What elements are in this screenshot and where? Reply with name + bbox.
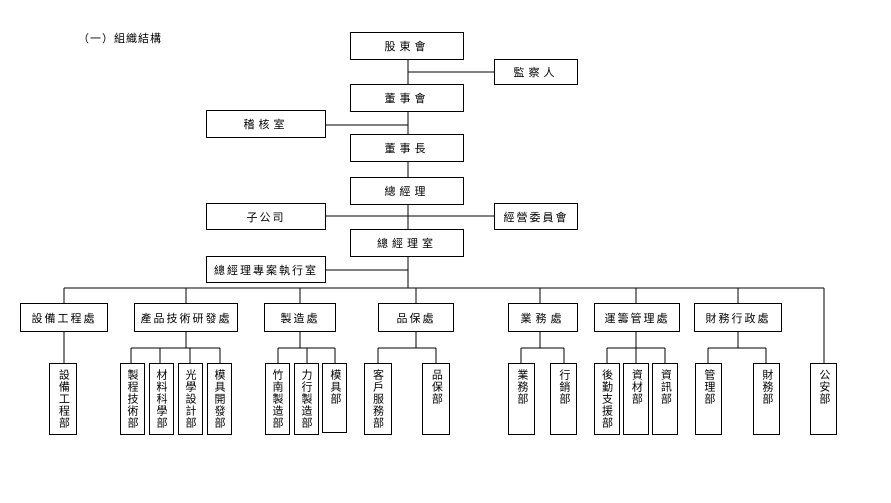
node-chairman: 董事長 [350, 134, 464, 162]
section-title: （一）組織結構 [78, 32, 162, 45]
division-quality-assurance: 品保處 [378, 303, 454, 332]
division-finance-admin: 財務行政處 [694, 303, 782, 332]
division-equipment-engineering: 設備工程處 [20, 303, 108, 332]
dept-process-technology: 製程技術部 [120, 363, 145, 435]
node-audit: 稽核室 [206, 110, 326, 138]
division-manufacturing: 製造處 [264, 303, 336, 332]
dept-mold-development: 模具開發部 [207, 363, 232, 435]
dept-materials-science: 材料科學部 [149, 363, 174, 435]
division-sales: 業務處 [508, 303, 578, 332]
dept-lixing-manufacturing: 力行製造部 [294, 363, 319, 435]
dept-logistics-support: 後勤支援部 [594, 363, 620, 435]
dept-management: 管理部 [695, 363, 722, 435]
node-shareholders: 股東會 [350, 32, 464, 60]
node-project-office: 總經理專案執行室 [206, 256, 326, 283]
node-president: 總經理 [350, 177, 464, 205]
dept-customer-service: 客戶服務部 [364, 363, 392, 435]
dept-zhunan-manufacturing: 竹南製造部 [265, 363, 290, 435]
dept-optical-design: 光學設計部 [178, 363, 203, 435]
dept-mold: 模具部 [322, 363, 347, 433]
node-subsidiary: 子公司 [206, 203, 326, 230]
dept-sales: 業務部 [508, 363, 535, 435]
dept-finance: 財務部 [753, 363, 780, 435]
dept-quality-assurance: 品保部 [422, 363, 450, 435]
node-management-committee: 經營委員會 [494, 203, 578, 230]
node-president-office: 總經理室 [350, 229, 464, 257]
dept-materials: 資材部 [623, 363, 649, 435]
node-supervisors: 監察人 [494, 59, 578, 85]
node-board: 董事會 [350, 84, 464, 112]
dept-marketing: 行銷部 [550, 363, 577, 435]
division-logistics-management: 運籌管理處 [594, 303, 680, 332]
division-product-rd: 產品技術研發處 [134, 303, 238, 332]
dept-information: 資訊部 [652, 363, 678, 435]
dept-public-safety: 公安部 [810, 363, 837, 435]
dept-equipment-engineering: 設備工程部 [49, 363, 77, 435]
